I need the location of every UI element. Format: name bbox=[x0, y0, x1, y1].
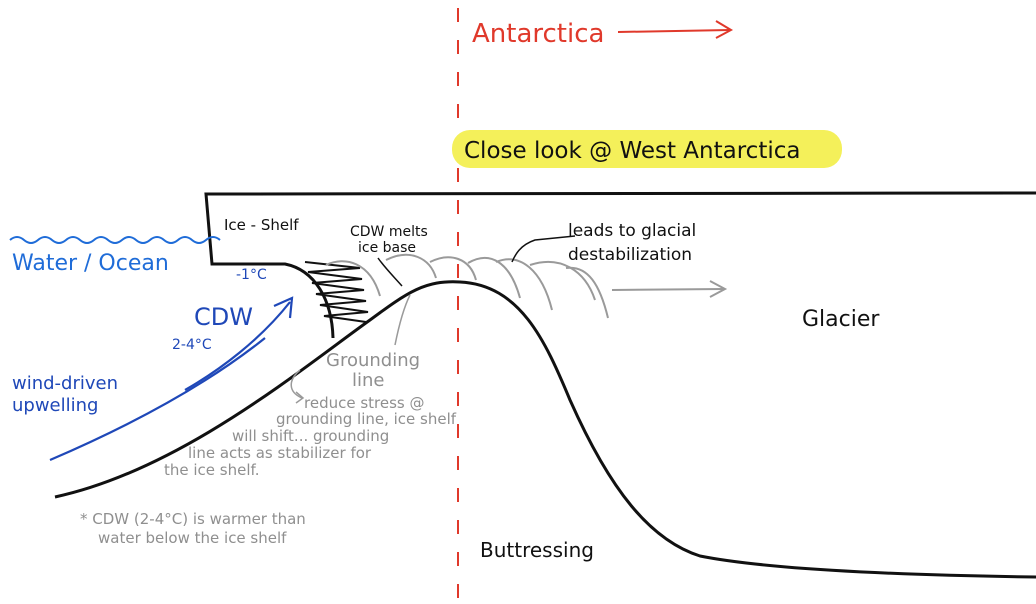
glacier-label: Glacier bbox=[802, 307, 880, 332]
reduce-stress-line-3: will shift... grounding bbox=[232, 427, 389, 445]
reduce-stress-line-4: line acts as stabilizer for bbox=[188, 444, 372, 462]
cdw-melts-pointer bbox=[378, 258, 402, 286]
reduce-stress-line-2: grounding line, ice shelf bbox=[276, 410, 457, 428]
wind-driven-label: wind-driven bbox=[12, 373, 118, 394]
destabilization-arrow bbox=[612, 281, 725, 297]
glacial-pointer bbox=[512, 236, 575, 262]
antarctica-label: Antarctica bbox=[472, 19, 604, 49]
upwelling-label: upwelling bbox=[12, 395, 98, 416]
cdw-temp-label: 2-4°C bbox=[172, 337, 212, 353]
note-line-1: * CDW (2-4°C) is warmer than bbox=[80, 510, 306, 528]
ice-shelf-label: Ice - Shelf bbox=[224, 216, 299, 234]
cdw-melts-label-2: ice base bbox=[358, 240, 416, 256]
glacial-label: leads to glacial bbox=[568, 221, 696, 241]
grounding-line-label-2: line bbox=[352, 370, 384, 391]
reduce-stress-line-5: the ice shelf. bbox=[164, 461, 259, 479]
cdw-melts-label: CDW melts bbox=[350, 224, 428, 240]
cdw-label: CDW bbox=[194, 303, 253, 331]
melt-scribble bbox=[305, 262, 368, 322]
water-ocean-label: Water / Ocean bbox=[12, 251, 169, 276]
minus-one-label: -1°C bbox=[236, 267, 267, 283]
glacial-label-2: destabilization bbox=[568, 245, 692, 265]
subtitle-text: Close look @ West Antarctica bbox=[464, 138, 800, 164]
antarctica-arrow bbox=[618, 21, 731, 38]
note-line-2: water below the ice shelf bbox=[98, 529, 287, 547]
buttressing-label: Buttressing bbox=[480, 538, 594, 562]
melt-flow-arcs bbox=[326, 255, 608, 318]
grounding-line-label: Grounding bbox=[326, 350, 420, 371]
water-wave bbox=[10, 237, 220, 243]
